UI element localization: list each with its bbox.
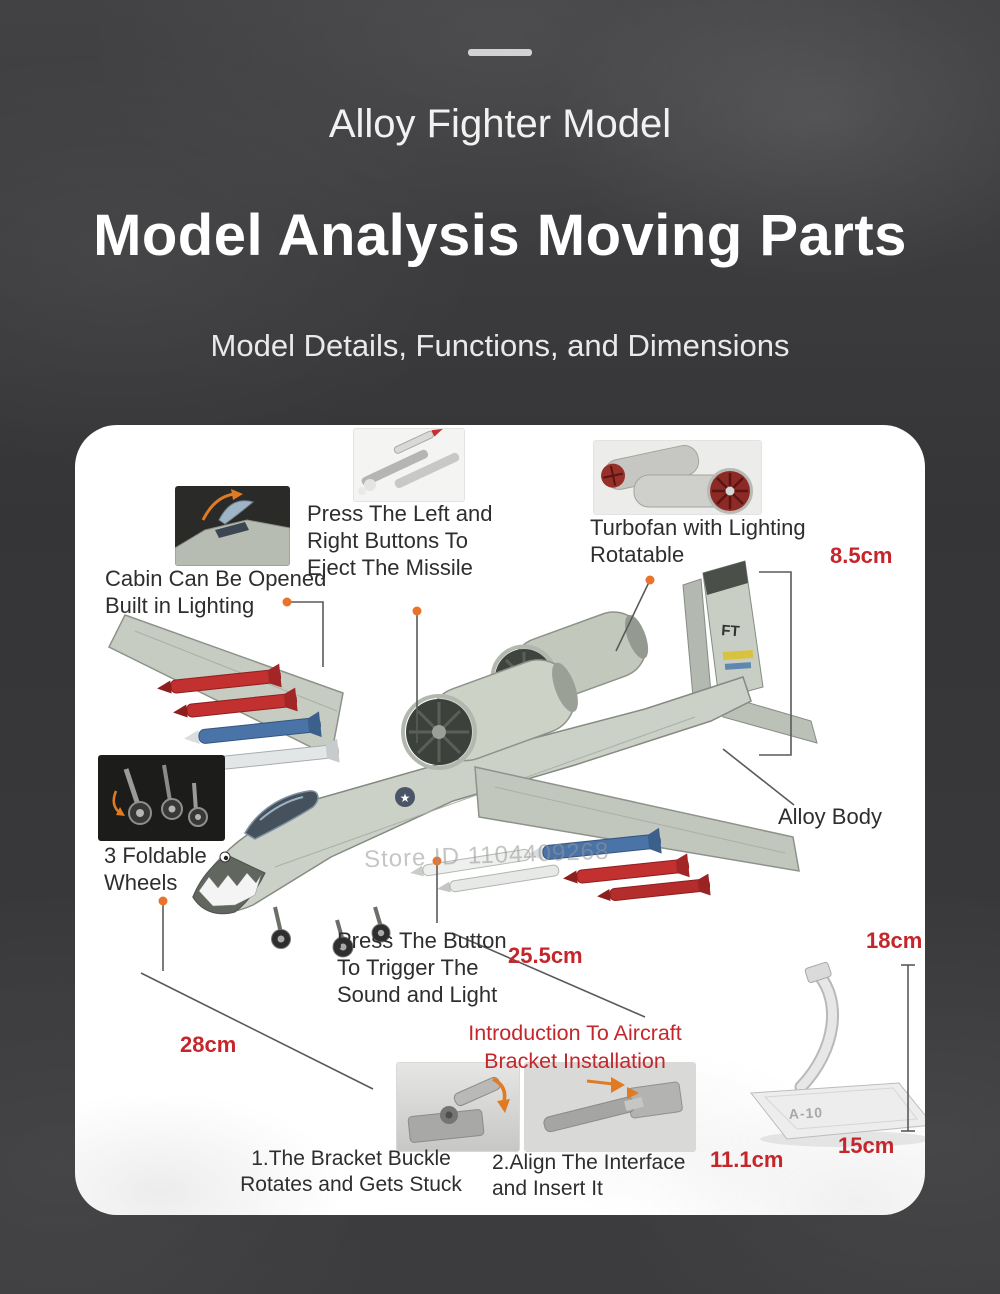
svg-text:★: ★ — [400, 791, 411, 805]
turbofan-thumbnail — [593, 440, 762, 515]
wingspan-dim: 28cm — [180, 1032, 237, 1057]
tail-height-bracket — [759, 571, 792, 756]
wheels-thumbnail — [98, 755, 225, 841]
left-wing-missiles — [157, 663, 340, 770]
missile-callout: Press The Left and Right Buttons To Ejec… — [307, 501, 493, 580]
tail-code: FT — [721, 622, 740, 640]
bracket-buckle-thumbnail — [396, 1062, 520, 1152]
canopy — [243, 790, 319, 840]
engines — [401, 611, 649, 770]
right-wing-missiles — [528, 827, 711, 901]
belly-missiles — [410, 848, 560, 893]
star-insignia — [395, 787, 415, 807]
step2-caption: 2.Align The Interface and Insert It — [492, 1151, 686, 1200]
step1-caption: 1.The Bracket Buckle Rotates and Gets St… — [240, 1147, 462, 1196]
tail-height-dim: 8.5cm — [830, 543, 893, 568]
brand-line: Alloy Fighter Model — [328, 102, 672, 146]
leader-dots — [158, 575, 655, 906]
page-subtitle: Model Details, Functions, and Dimensions — [210, 328, 790, 363]
cabin-leader-line — [287, 601, 324, 667]
turbofan-leader-line — [615, 579, 651, 652]
right-wing — [474, 766, 800, 872]
stand-label: A-10 — [788, 1104, 823, 1122]
length-dim: 25.5cm — [508, 943, 583, 968]
stand-depth-dim: 11.1cm — [710, 1147, 784, 1172]
stand-width-dim: 15cm — [838, 1133, 895, 1158]
cabin-callout: Cabin Can Be Opened Built in Lighting — [105, 566, 327, 618]
bracket-intro-note: Introduction To Aircraft Bracket Install… — [468, 1021, 682, 1073]
wingspan-dimension-line — [140, 972, 374, 1090]
wheels-callout: 3 Foldable Wheels — [104, 843, 207, 895]
insert-arrow-icon — [586, 1079, 614, 1086]
alloy-body-leader-line — [722, 748, 795, 806]
missile-eject-thumbnail — [353, 428, 465, 502]
top-dash — [468, 49, 532, 56]
turbofan-callout: Turbofan with Lighting Rotatable — [590, 515, 806, 567]
page-title: Model Analysis Moving Parts — [93, 203, 907, 268]
sound-button-callout: Press The Button To Trigger The Sound an… — [337, 928, 507, 1007]
stand-height-dim: 18cm — [866, 928, 923, 953]
insert-interface-thumbnail — [524, 1062, 696, 1152]
display-stand: A-10 — [750, 961, 925, 1147]
rotate-arrow-icon — [201, 492, 236, 521]
alloy-body-callout: Alloy Body — [778, 804, 882, 829]
length-dimension-line — [451, 932, 646, 1018]
aircraft-illustration: FT ★ — [107, 560, 925, 1147]
leader-lines — [162, 571, 915, 1132]
landing-gear — [271, 906, 391, 958]
shark-mouth-nose — [192, 851, 266, 915]
cockpit-thumbnail — [175, 486, 290, 566]
dimension-lines — [140, 932, 646, 1090]
